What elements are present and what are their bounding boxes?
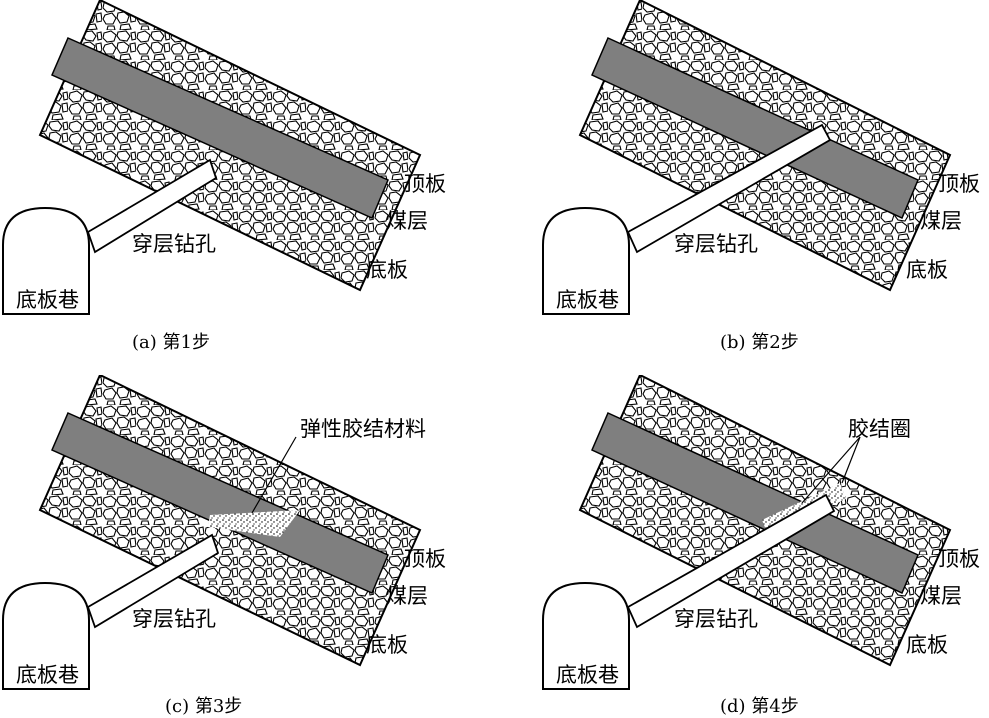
coal-label: 煤层 [920,205,962,235]
caption-c: (c) 第3步 [165,692,242,718]
floor-label: 底板 [366,629,408,659]
panel-b: 顶板 煤层 底板 穿层钻孔 底板巷 [540,0,989,320]
roof-label: 顶板 [404,543,446,573]
borehole-label: 穿层钻孔 [132,228,216,258]
callout-leader [842,437,860,483]
callout-label: 胶结圈 [848,413,911,443]
callout-label: 弹性胶结材料 [300,413,426,443]
caption-d: (d) 第4步 [720,692,799,718]
caption-b: (b) 第2步 [720,328,799,354]
roadway-label: 底板巷 [16,284,79,314]
roadway-label: 底板巷 [556,659,619,689]
coal-label: 煤层 [920,580,962,610]
roadway-label: 底板巷 [16,659,79,689]
roof-label: 顶板 [404,168,446,198]
panel-c: 弹性胶结材料 顶板 煤层 底板 穿层钻孔 底板巷 [0,375,450,695]
floor-label: 底板 [906,254,948,284]
roof-label: 顶板 [938,168,980,198]
coal-label: 煤层 [386,580,428,610]
panel-a: 顶板 煤层 底板 穿层钻孔 底板巷 [0,0,450,320]
floor-label: 底板 [906,629,948,659]
borehole-label: 穿层钻孔 [674,228,758,258]
borehole-label: 穿层钻孔 [674,603,758,633]
coal-label: 煤层 [386,205,428,235]
roof-label: 顶板 [938,543,980,573]
caption-a: (a) 第1步 [132,328,210,354]
roadway-label: 底板巷 [556,284,619,314]
floor-label: 底板 [366,254,408,284]
borehole-label: 穿层钻孔 [132,603,216,633]
panel-d: 胶结圈 顶板 煤层 底板 穿层钻孔 底板巷 [540,375,989,695]
